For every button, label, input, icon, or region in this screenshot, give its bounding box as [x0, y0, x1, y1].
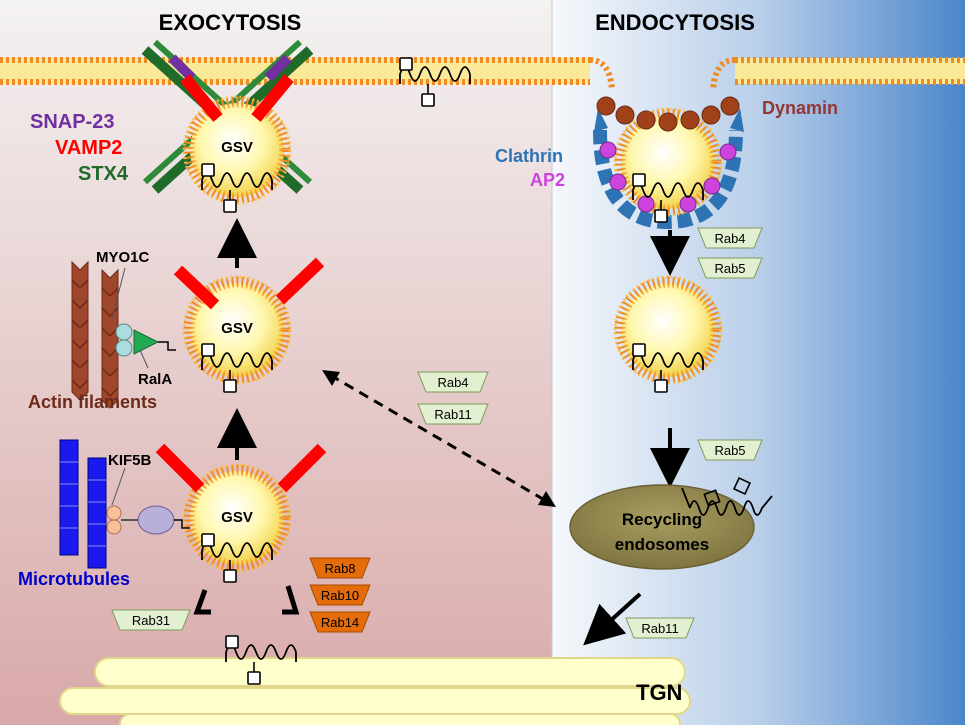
myo1c-rala-motor	[111, 267, 176, 369]
gsv-label-middle: GSV	[221, 320, 253, 337]
label-myo1c: MYO1C	[96, 249, 150, 266]
label-vamp2: VAMP2	[55, 137, 122, 159]
label-rab4-mid: Rab4	[437, 375, 468, 390]
label-actin-filaments: Actin filaments	[28, 392, 157, 412]
ap2-adaptors	[599, 141, 737, 213]
label-rab11-mid: Rab11	[434, 407, 471, 422]
rab-top-stack: Rab4 Rab5	[697, 227, 763, 279]
heading-endocytosis: ENDOCYTOSIS	[595, 10, 755, 35]
label-rala: RalA	[138, 371, 172, 388]
gsv-label-top: GSV	[221, 139, 253, 156]
tgn	[59, 657, 691, 725]
label-rab8: Rab8	[324, 561, 355, 576]
glut4-recycling	[681, 476, 773, 516]
label-recycling-line1: Recycling	[622, 510, 702, 529]
rab-orange-stack: Rab8 Rab10 Rab14	[309, 557, 371, 633]
label-rab11-low: Rab11	[641, 621, 678, 636]
kif5b-motor	[106, 467, 190, 535]
plasma-membrane	[0, 57, 965, 91]
label-rab14: Rab14	[321, 615, 359, 630]
arrow-recycling-to-tgn	[583, 592, 642, 646]
microtubules	[59, 439, 107, 569]
rab-mid-stack: Rab4 Rab11	[417, 371, 489, 425]
label-recycling-line2: endosomes	[615, 535, 709, 554]
vamp2-bottom	[155, 443, 327, 493]
label-dynamin: Dynamin	[762, 98, 838, 118]
heading-exocytosis: EXOCYTOSIS	[159, 10, 302, 35]
label-microtubules: Microtubules	[18, 569, 130, 589]
vamp2-top	[180, 74, 294, 122]
bracket-right	[282, 585, 300, 615]
label-clathrin: Clathrin	[495, 146, 563, 166]
dashed-exchange-arrow	[322, 370, 556, 507]
dynamin-ring	[596, 96, 740, 132]
label-rab31: Rab31	[132, 613, 170, 628]
rab11-low-tag: Rab11	[625, 617, 695, 639]
label-stx4: STX4	[78, 163, 129, 185]
label-rab5-top: Rab5	[714, 261, 745, 276]
bracket-left	[193, 589, 211, 615]
label-tgn: TGN	[636, 680, 682, 705]
actin-filaments	[71, 260, 119, 409]
clathrin-coated-pit	[593, 108, 744, 230]
rab31-tag: Rab31	[111, 609, 191, 631]
label-kif5b: KIF5B	[108, 452, 152, 469]
vamp2-middle	[173, 257, 325, 310]
label-rab5-low: Rab5	[714, 443, 745, 458]
label-rab4-top: Rab4	[714, 231, 745, 246]
rab-low-tag: Rab5	[697, 439, 763, 461]
label-ap2: AP2	[530, 170, 565, 190]
label-snap23: SNAP-23	[30, 111, 114, 133]
gsv-label-bottom: GSV	[221, 509, 253, 526]
label-rab10: Rab10	[321, 588, 359, 603]
